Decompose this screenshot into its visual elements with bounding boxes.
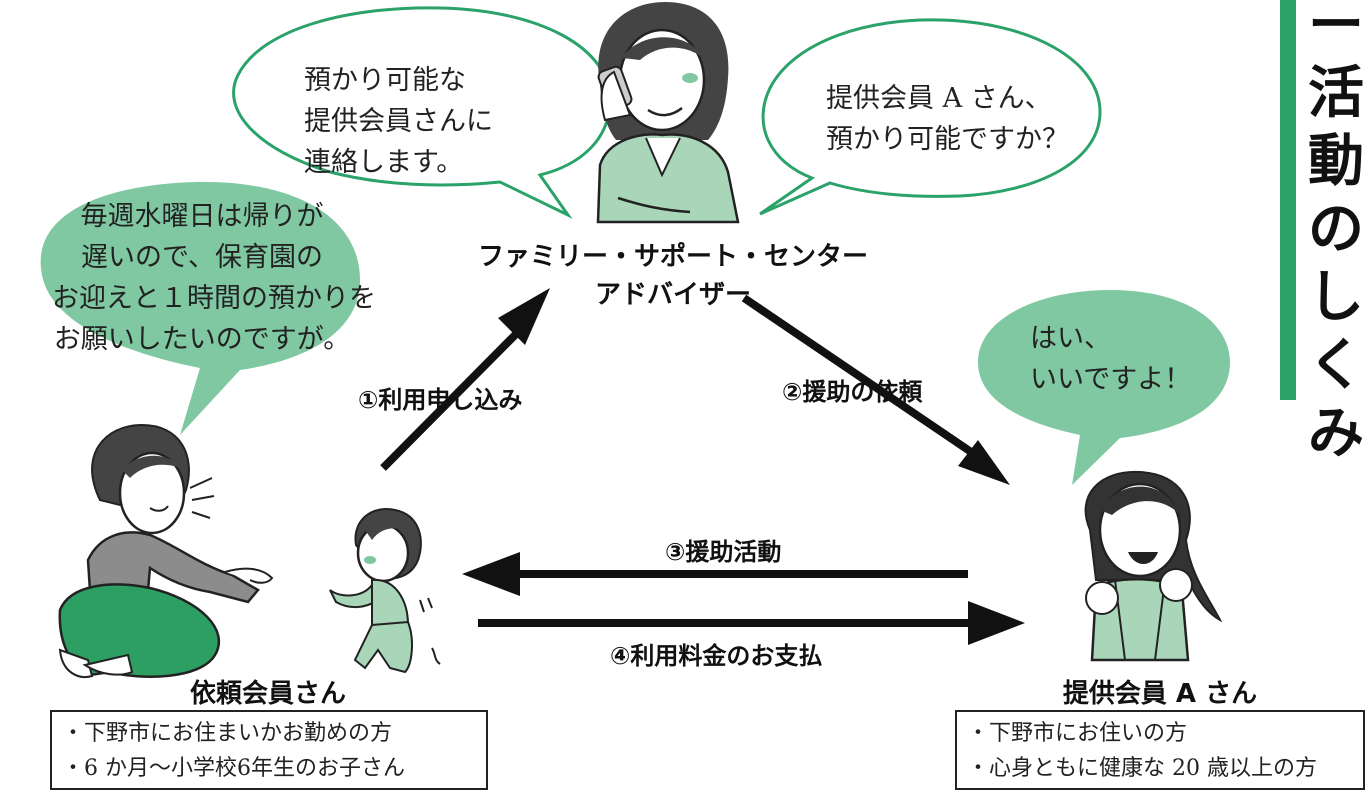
step4-label: ④利用料金のお支払 — [610, 642, 823, 670]
requester-conditions-box: ・下野市にお住まいかお勤めの方 ・6 か月〜小学校6年生のお子さん — [50, 710, 488, 790]
side-title-char: 活 — [1308, 61, 1364, 126]
advisor-right-speech: 提供会員 A さん、 預かり可能ですか？ — [826, 83, 1069, 155]
side-title: ー 活 動 の し く み — [1280, 0, 1368, 466]
provider-illustration — [1084, 470, 1223, 662]
side-title-char: ー — [1308, 0, 1364, 58]
side-title-char: み — [1308, 401, 1364, 466]
requester-label: 依頼会員さん — [189, 679, 346, 709]
provider-condition-2: ・心身ともに健康な 20 歳以上の方 — [967, 756, 1317, 781]
advisor-label: ファミリー・サポート・センター アドバイザー — [477, 242, 868, 310]
side-title-char: の — [1308, 197, 1364, 262]
provider-speech: はい、 いいですよ！ — [1030, 323, 1192, 395]
step2-arrow — [741, 294, 1010, 485]
step2-label: ②援助の依頼 — [782, 378, 923, 406]
requester-condition-2: ・6 か月〜小学校6年生のお子さん — [62, 756, 405, 781]
provider-bubble — [978, 290, 1230, 485]
step1-arrow — [380, 288, 550, 471]
side-title-char: 動 — [1308, 129, 1364, 194]
requester-condition-1: ・下野市にお住まいかお勤めの方 — [62, 721, 393, 746]
side-title-char: し — [1308, 265, 1364, 330]
provider-label: 提供会員 A さん — [1062, 679, 1258, 709]
provider-condition-1: ・下野市にお住いの方 — [967, 721, 1188, 746]
side-title-char: く — [1308, 333, 1364, 398]
requester-speech: 毎週水曜日は帰りが 遅いので、保育園の お迎えと１時間の預かりを お願いしたいの… — [52, 201, 376, 355]
advisor-illustration — [596, 2, 740, 224]
provider-conditions-box: ・下野市にお住いの方 ・心身ともに健康な 20 歳以上の方 — [955, 710, 1365, 790]
advisor-left-speech: 預かり可能な 提供会員さんに 連絡します。 — [304, 65, 493, 178]
step1-label: ①利用申し込み — [358, 386, 523, 414]
toddler-illustration — [329, 508, 441, 674]
step3-label: ③援助活動 — [665, 538, 782, 566]
side-title-text: ー 活 動 の し く み — [1306, 0, 1366, 468]
requester-bubble — [40, 181, 360, 435]
step3-arrow — [462, 552, 968, 596]
side-title-accent-bar — [1280, 0, 1296, 400]
requester-illustration — [58, 423, 274, 678]
advisor-right-bubble — [759, 18, 1102, 216]
step4-arrow — [478, 601, 1025, 645]
